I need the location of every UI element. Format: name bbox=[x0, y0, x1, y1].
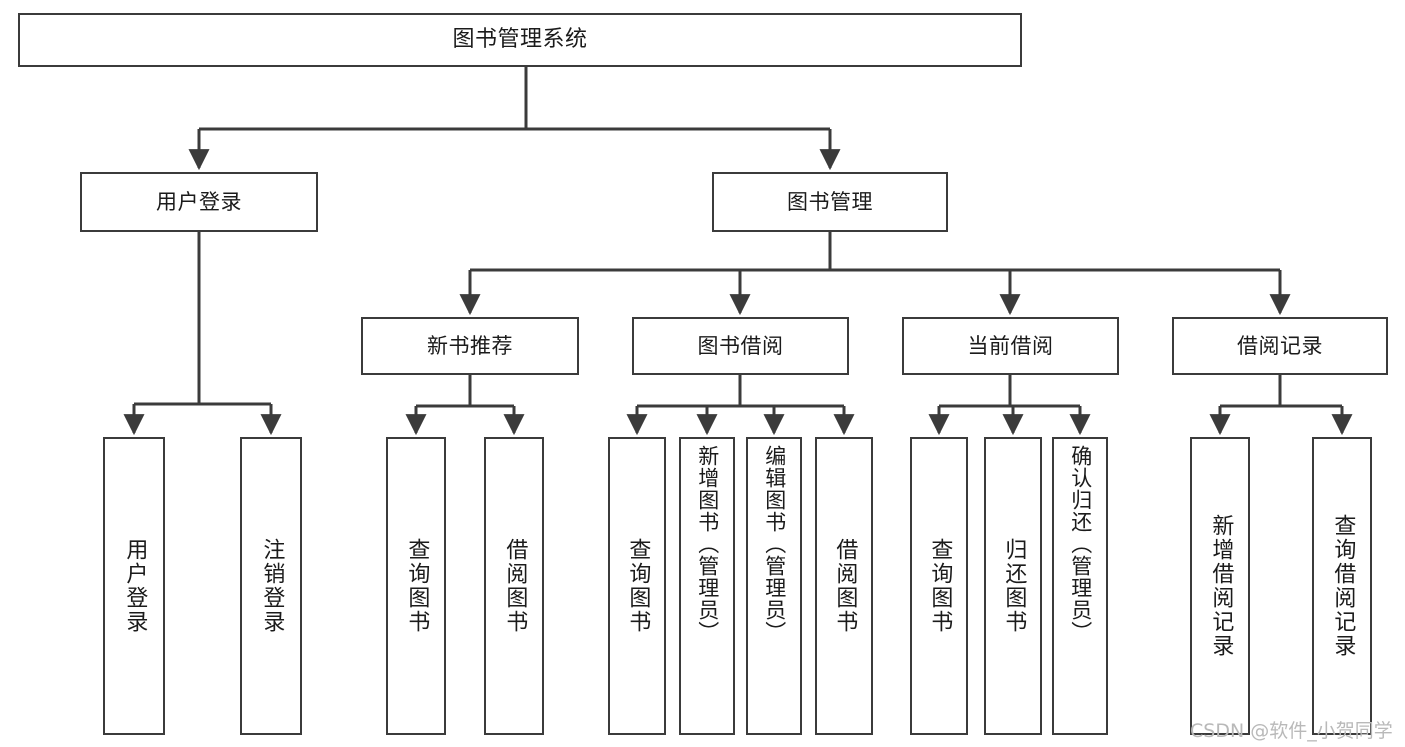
node-current-borrow-label: 当前借阅 bbox=[967, 333, 1054, 358]
node-leaf-user-login[interactable]: 用户登录 bbox=[103, 437, 165, 735]
node-borrow-record-label: 借阅记录 bbox=[1237, 333, 1323, 358]
node-leaf-query-book-3-label: 查询图书 bbox=[927, 538, 953, 634]
node-leaf-confirm-return-label: 确认归还（管理员） bbox=[1068, 445, 1093, 643]
node-leaf-borrow-book-2[interactable]: 借阅图书 bbox=[815, 437, 873, 735]
node-book-manage[interactable]: 图书管理 bbox=[712, 172, 948, 232]
node-leaf-borrow-book-2-label: 借阅图书 bbox=[832, 538, 858, 634]
node-current-borrow[interactable]: 当前借阅 bbox=[902, 317, 1119, 375]
node-new-book-recommend-label: 新书推荐 bbox=[427, 333, 513, 358]
node-leaf-query-book-2-label: 查询图书 bbox=[625, 538, 651, 634]
node-leaf-add-book[interactable]: 新增图书（管理员） bbox=[679, 437, 735, 735]
node-root-label: 图书管理系统 bbox=[452, 27, 588, 53]
node-leaf-query-book-1[interactable]: 查询图书 bbox=[386, 437, 446, 735]
node-root-system[interactable]: 图书管理系统 bbox=[18, 13, 1022, 67]
node-borrow-record[interactable]: 借阅记录 bbox=[1172, 317, 1388, 375]
node-new-book-recommend[interactable]: 新书推荐 bbox=[361, 317, 579, 375]
node-leaf-query-record[interactable]: 查询借阅记录 bbox=[1312, 437, 1372, 735]
node-leaf-user-logout[interactable]: 注销登录 bbox=[240, 437, 302, 735]
node-leaf-return-book-label: 归还图书 bbox=[1001, 538, 1027, 634]
node-leaf-edit-book-label: 编辑图书（管理员） bbox=[762, 445, 787, 643]
node-leaf-add-book-label: 新增图书（管理员） bbox=[695, 445, 720, 643]
node-leaf-query-book-3[interactable]: 查询图书 bbox=[910, 437, 968, 735]
node-leaf-confirm-return[interactable]: 确认归还（管理员） bbox=[1052, 437, 1108, 735]
node-leaf-query-book-1-label: 查询图书 bbox=[404, 538, 430, 634]
node-leaf-edit-book[interactable]: 编辑图书（管理员） bbox=[746, 437, 802, 735]
node-leaf-add-record-label: 新增借阅记录 bbox=[1208, 514, 1234, 658]
node-leaf-query-book-2[interactable]: 查询图书 bbox=[608, 437, 666, 735]
node-leaf-user-login-label: 用户登录 bbox=[122, 538, 148, 634]
node-leaf-borrow-book-1-label: 借阅图书 bbox=[502, 538, 528, 634]
node-user-login-label: 用户登录 bbox=[156, 189, 242, 214]
node-user-login[interactable]: 用户登录 bbox=[80, 172, 318, 232]
node-leaf-return-book[interactable]: 归还图书 bbox=[984, 437, 1042, 735]
node-leaf-borrow-book-1[interactable]: 借阅图书 bbox=[484, 437, 544, 735]
node-leaf-query-record-label: 查询借阅记录 bbox=[1330, 514, 1356, 658]
csdn-watermark: CSDN @软件_小贺同学 bbox=[1190, 720, 1393, 742]
node-leaf-user-logout-label: 注销登录 bbox=[259, 538, 285, 634]
node-book-borrow-label: 图书借阅 bbox=[697, 333, 784, 358]
node-book-manage-label: 图书管理 bbox=[787, 189, 873, 214]
node-book-borrow[interactable]: 图书借阅 bbox=[632, 317, 849, 375]
node-leaf-add-record[interactable]: 新增借阅记录 bbox=[1190, 437, 1250, 735]
